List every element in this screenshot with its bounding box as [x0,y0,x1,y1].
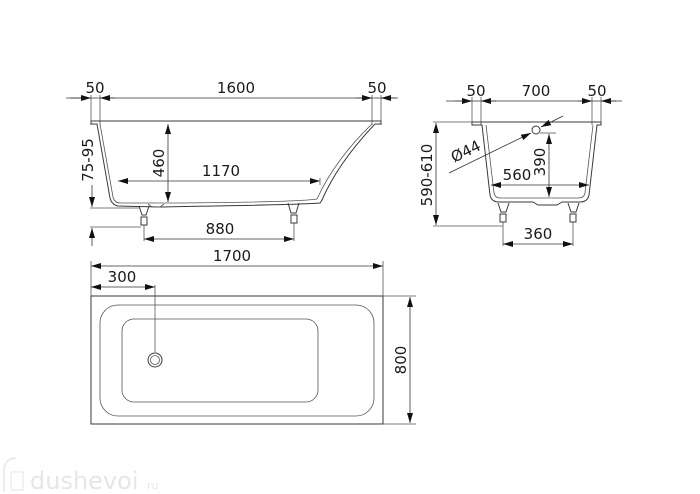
side-inner-width-label: 700 [522,82,551,100]
side-tub-outline [471,121,602,206]
front-rim-right-label: 50 [367,79,386,97]
watermark-brand: dushevoi [30,467,138,494]
front-rim-left-label: 50 [85,79,104,97]
watermark-tld: ru [147,479,159,492]
side-leg-left [497,202,510,246]
plan-total-length-label: 1700 [213,247,251,265]
plan-view: 1700 300 800 [90,247,416,425]
front-leg-left [138,205,150,241]
side-rim-right-label: 50 [587,82,606,100]
side-legs-spacing-label: 360 [524,225,553,243]
front-leg-height-label: 75-95 [79,138,97,182]
overflow-diameter-label: Ø44 [448,137,484,167]
side-leg-right [567,202,580,246]
front-view: 50 1600 50 460 1170 880 [66,79,398,246]
side-view: 50 700 50 590-610 Ø44 390 [418,82,622,247]
plan-total-width-label: 800 [392,346,410,375]
logo-shower-icon [10,471,24,491]
watermark: dushevoi ru [3,457,159,494]
front-legs-spacing-label: 880 [206,220,235,238]
side-total-height-label: 590-610 [418,144,436,207]
front-inner-length-label: 1600 [217,79,255,97]
side-overflow-height-label: 390 [531,148,549,177]
overflow-hole [531,125,541,135]
plan-outer-rim [90,295,384,425]
logo-house-icon [3,457,17,492]
plan-bottom [121,318,319,403]
front-bottom-length-label: 1170 [202,162,240,180]
front-depth-label: 460 [150,149,168,178]
drain-inner [150,355,160,365]
plan-inner-rim [99,304,375,417]
plan-drain-offset-label: 300 [108,268,137,286]
side-rim-left-label: 50 [466,82,485,100]
side-bottom-width-label: 560 [503,166,532,184]
front-tub-outline [90,120,382,208]
front-leg-right [287,202,300,241]
drain-outer [147,352,163,368]
